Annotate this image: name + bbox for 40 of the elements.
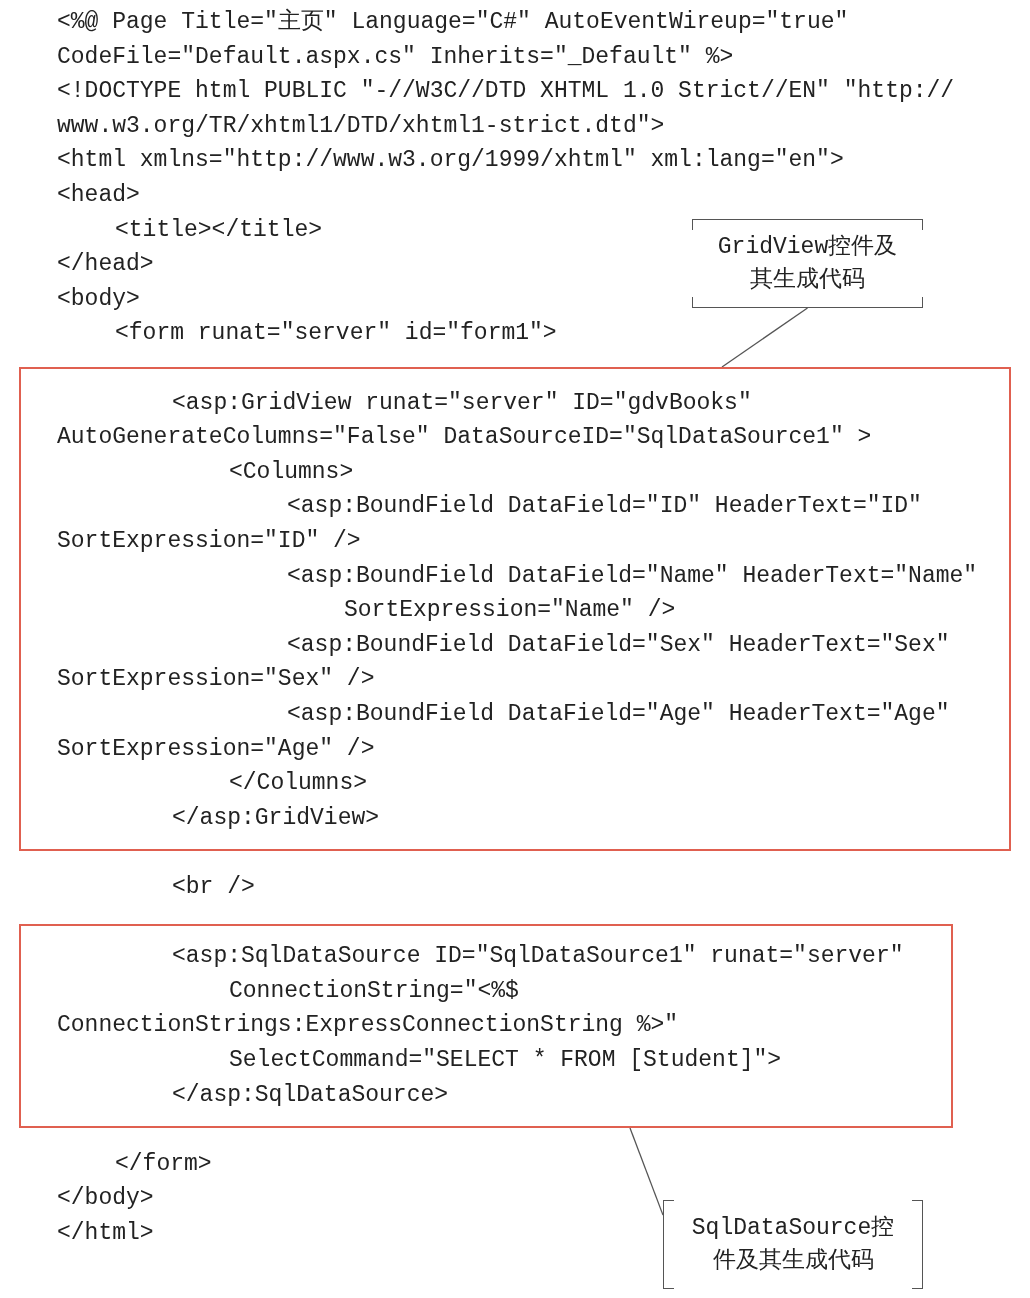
code-line: SortExpression="Age" />: [57, 734, 375, 764]
code-line: </asp:SqlDataSource>: [172, 1080, 449, 1110]
leader-line: [721, 307, 809, 368]
code-block-frame: [19, 924, 953, 1128]
code-line: </html>: [57, 1219, 154, 1248]
leader-line: [629, 1127, 664, 1216]
code-line: ConnectionString="<%$: [229, 976, 519, 1006]
callout-bracket: [692, 219, 923, 308]
code-line: <body>: [57, 284, 140, 314]
code-line: </body>: [57, 1184, 154, 1214]
code-line: <form runat="server" id="form1">: [115, 319, 557, 349]
code-line: AutoGenerateColumns="False" DataSourceID="SqlDataSource1" >: [57, 423, 872, 453]
code-line: <asp:BoundField DataField="Sex" HeaderText="Sex": [287, 630, 950, 660]
callout-bracket: [663, 1200, 923, 1289]
code-line: <!DOCTYPE html PUBLIC "-//W3C//DTD XHTML 1.0 Strict//EN" "http://: [57, 77, 955, 107]
code-block-frame: [19, 367, 1011, 851]
code-line: <%@ Page Title="主页" Language="C#" AutoEventWireup="true": [57, 7, 849, 37]
callout-text: SqlDataSource控件及其生成代码: [690, 1213, 896, 1276]
code-line: SortExpression="ID" />: [57, 527, 361, 556]
code-line: <title></title>: [115, 215, 323, 245]
code-line: <asp:GridView runat="server" ID="gdvBooks": [172, 388, 752, 418]
code-line: www.w3.org/TR/xhtml1/DTD/xhtml1-strict.dtd">: [57, 111, 665, 141]
code-line: SortExpression="Sex" />: [57, 665, 375, 695]
code-line: <br />: [172, 873, 255, 902]
code-line: </Columns>: [229, 769, 368, 799]
code-line: <html xmlns="http://www.w3.org/1999/xhtml" xml:lang="en">: [57, 146, 844, 176]
code-line: </asp:GridView>: [172, 803, 380, 833]
code-line: <Columns>: [229, 457, 354, 487]
code-line: </form>: [115, 1149, 212, 1179]
code-line: <asp:SqlDataSource ID="SqlDataSource1" runat="server": [172, 942, 904, 972]
code-line: <asp:BoundField DataField="Name" HeaderText="Name": [287, 561, 978, 591]
code-line: <head>: [57, 181, 140, 210]
code-line: <asp:BoundField DataField="ID" HeaderText="ID": [287, 492, 922, 522]
code-line: SelectCommand="SELECT * FROM [Student]">: [229, 1046, 782, 1075]
callout-text: GridView控件及其生成代码: [716, 232, 899, 295]
code-line: CodeFile="Default.aspx.cs" Inherits="_Default" %>: [57, 42, 734, 72]
code-line: </head>: [57, 250, 154, 280]
code-line: <asp:BoundField DataField="Age" HeaderText="Age": [287, 700, 950, 729]
code-line: ConnectionStrings:ExpressConnectionString %>": [57, 1011, 679, 1041]
code-line: SortExpression="Name" />: [344, 596, 676, 626]
